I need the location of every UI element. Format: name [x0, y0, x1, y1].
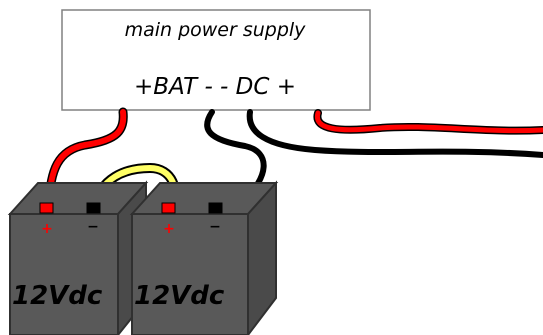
battery-2-front: [131, 213, 249, 335]
power-supply-outline: [61, 9, 371, 111]
power-supply-terminals: +BAT - - DC +: [134, 74, 296, 100]
battery-2-negative-terminal: [208, 202, 223, 214]
battery-1-positive-mark: +: [41, 221, 53, 237]
bat-positive-wire-color: [46, 109, 127, 208]
dc-positive-wire-color: [314, 110, 543, 134]
battery-1-positive-terminal: [39, 202, 54, 214]
battery-1-label: 12Vdc: [12, 281, 103, 311]
battery-2-positive-mark: +: [163, 221, 175, 237]
battery-2-label: 12Vdc: [134, 281, 225, 311]
power-supply-box: main power supply +BAT - - DC +: [61, 9, 371, 111]
power-supply-title: main power supply: [125, 19, 307, 41]
battery-2: + − 12Vdc: [129, 180, 279, 335]
battery-1-front: [9, 213, 119, 335]
battery-1-negative-mark: −: [87, 219, 99, 235]
battery-2-positive-terminal: [161, 202, 176, 214]
dc-negative-wire: [246, 109, 543, 158]
battery-1: + − 12Vdc: [7, 180, 149, 335]
battery-2-negative-mark: −: [209, 219, 221, 235]
battery-1-negative-terminal: [86, 202, 101, 214]
